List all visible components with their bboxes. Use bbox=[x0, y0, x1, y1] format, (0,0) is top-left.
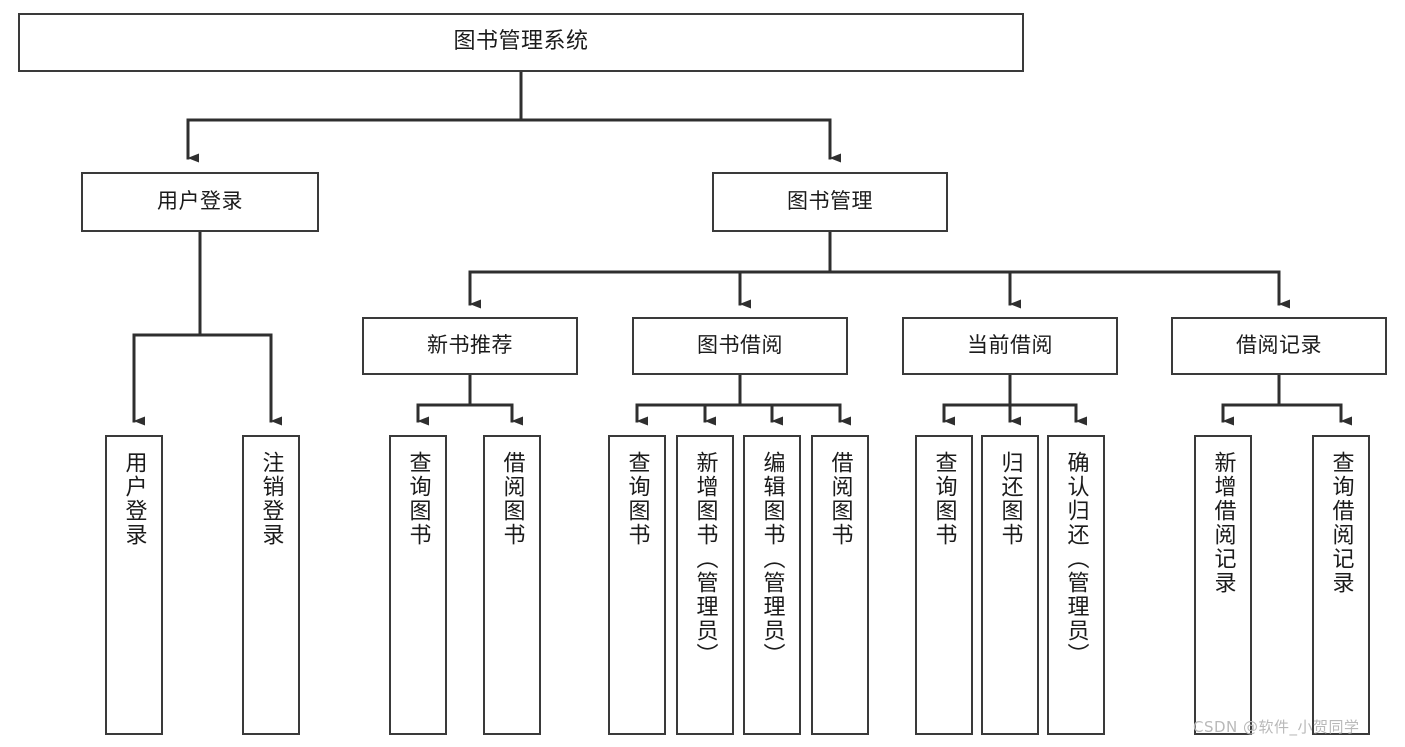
node-label: 查询图书 bbox=[624, 451, 650, 547]
node-label: 查询借阅记录 bbox=[1328, 451, 1354, 595]
node-label: 确认归还（管理员） bbox=[1063, 451, 1089, 667]
node-book-borrow[interactable]: 图书借阅 bbox=[632, 317, 848, 375]
leaf-query-borrow-record[interactable]: 查询借阅记录 bbox=[1312, 435, 1370, 735]
node-label: 图书借阅 bbox=[697, 333, 783, 358]
node-label: 借阅图书 bbox=[827, 451, 853, 547]
node-book-management[interactable]: 图书管理 bbox=[712, 172, 948, 232]
node-user-login[interactable]: 用户登录 bbox=[81, 172, 319, 232]
leaf-borrow-book-recommend[interactable]: 借阅图书 bbox=[483, 435, 541, 735]
leaf-user-login[interactable]: 用户登录 bbox=[105, 435, 163, 735]
leaf-query-book-borrow[interactable]: 查询图书 bbox=[608, 435, 666, 735]
node-label: 新增图书（管理员） bbox=[692, 451, 718, 667]
node-label: 图书管理系统 bbox=[453, 29, 589, 55]
leaf-confirm-return-admin[interactable]: 确认归还（管理员） bbox=[1047, 435, 1105, 735]
leaf-query-book-current[interactable]: 查询图书 bbox=[915, 435, 973, 735]
node-new-book-recommend[interactable]: 新书推荐 bbox=[362, 317, 578, 375]
node-label: 用户登录 bbox=[121, 451, 147, 547]
node-label: 编辑图书（管理员） bbox=[759, 451, 785, 667]
node-label: 新增借阅记录 bbox=[1210, 451, 1236, 595]
node-label: 查询图书 bbox=[931, 451, 957, 547]
node-root-book-management-system[interactable]: 图书管理系统 bbox=[18, 13, 1024, 72]
node-label: 当前借阅 bbox=[967, 333, 1053, 358]
node-label: 借阅记录 bbox=[1236, 333, 1322, 358]
leaf-return-book[interactable]: 归还图书 bbox=[981, 435, 1039, 735]
leaf-edit-book-admin[interactable]: 编辑图书（管理员） bbox=[743, 435, 801, 735]
node-label: 注销登录 bbox=[258, 451, 284, 547]
leaf-add-borrow-record[interactable]: 新增借阅记录 bbox=[1194, 435, 1252, 735]
leaf-query-book-recommend[interactable]: 查询图书 bbox=[389, 435, 447, 735]
leaf-add-book-admin[interactable]: 新增图书（管理员） bbox=[676, 435, 734, 735]
node-label: 查询图书 bbox=[405, 451, 431, 547]
node-label: 借阅图书 bbox=[499, 451, 525, 547]
leaf-borrow-book[interactable]: 借阅图书 bbox=[811, 435, 869, 735]
leaf-logout-login[interactable]: 注销登录 bbox=[242, 435, 300, 735]
node-label: 新书推荐 bbox=[427, 333, 513, 358]
node-current-borrow[interactable]: 当前借阅 bbox=[902, 317, 1118, 375]
node-label: 归还图书 bbox=[997, 451, 1023, 547]
node-label: 用户登录 bbox=[157, 189, 243, 214]
node-borrow-record[interactable]: 借阅记录 bbox=[1171, 317, 1387, 375]
node-label: 图书管理 bbox=[787, 189, 873, 214]
